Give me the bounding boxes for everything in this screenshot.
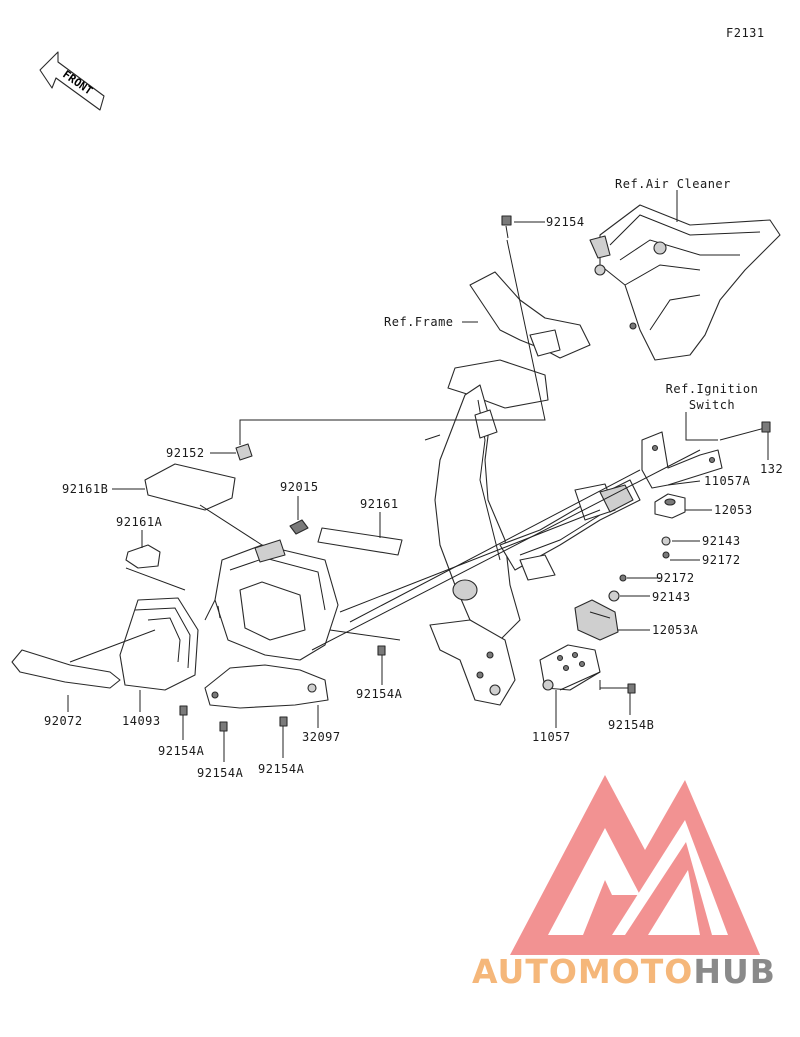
strip-92161 — [317, 527, 403, 556]
bolt-92154B — [600, 683, 636, 694]
part-92172-a: 92172 — [702, 553, 741, 567]
bolt-92154A-l1 — [179, 705, 188, 716]
watermark-auto: AUTO — [472, 952, 578, 991]
bracket-32097 — [204, 664, 329, 709]
part-92161B: 92161B — [62, 482, 109, 496]
watermark-moto: MOTO — [577, 952, 694, 991]
frame-section — [424, 271, 641, 641]
battery-case — [204, 539, 339, 661]
pad-92161B — [144, 463, 236, 511]
bolt-92154A-l3 — [279, 716, 288, 727]
washer-92143-a — [661, 536, 671, 546]
watermark-hub: HUB — [693, 952, 776, 991]
bracket-11057A — [641, 431, 723, 489]
part-12053: 12053 — [714, 503, 753, 517]
bolt-92154A-mid — [377, 645, 386, 656]
part-14093: 14093 — [122, 714, 161, 728]
part-11057: 11057 — [532, 730, 571, 744]
part-32097: 32097 — [302, 730, 341, 744]
bolt-132 — [719, 421, 771, 441]
part-92152: 92152 — [166, 446, 205, 460]
clip-92015 — [289, 519, 309, 535]
part-92154A-l2: 92154A — [197, 766, 244, 780]
ref-switch-label: Switch — [688, 398, 736, 412]
air-cleaner-box — [589, 204, 781, 361]
washer-92143-b — [608, 590, 620, 602]
part-92161A: 92161A — [116, 515, 163, 529]
part-92154A-l1: 92154A — [158, 744, 205, 758]
nut-92152 — [235, 443, 253, 461]
screw-92172-b — [619, 574, 627, 582]
cover-14093 — [119, 597, 199, 691]
leader-lines — [67, 190, 769, 762]
pad-92161A — [125, 544, 161, 569]
part-92143-b: 92143 — [652, 590, 691, 604]
strap-92072 — [11, 649, 121, 689]
watermark-text: AUTOMOTOHUB — [472, 952, 776, 991]
bracket-11057 — [539, 644, 601, 691]
part-92154B: 92154B — [608, 718, 655, 732]
part-92154-top: 92154 — [546, 215, 585, 229]
ref-ignition-label: Ref.Ignition — [665, 382, 759, 396]
mount-12053A — [574, 599, 619, 641]
part-92015: 92015 — [280, 480, 319, 494]
figure-code: F2131 — [726, 26, 765, 40]
part-92172-b: 92172 — [656, 571, 695, 585]
watermark-logo — [510, 775, 760, 955]
screw-92172-a — [662, 551, 670, 559]
ref-air-cleaner-label: Ref.Air Cleaner — [615, 177, 731, 191]
part-92143-a: 92143 — [702, 534, 741, 548]
part-12053A: 12053A — [652, 623, 699, 637]
part-11057A: 11057A — [704, 474, 751, 488]
bolt-92154A-l2 — [219, 721, 228, 732]
part-92154A-l3: 92154A — [258, 762, 305, 776]
grommet-12053 — [654, 493, 686, 519]
part-92154A-mid: 92154A — [356, 687, 403, 701]
part-132: 132 — [760, 462, 784, 476]
front-arrow-icon: FRONT — [39, 51, 105, 111]
part-92072: 92072 — [44, 714, 83, 728]
part-92161: 92161 — [360, 497, 399, 511]
ref-frame-label: Ref.Frame — [384, 315, 454, 329]
bolt-92154-top — [501, 215, 512, 239]
lower-plate — [429, 619, 516, 706]
